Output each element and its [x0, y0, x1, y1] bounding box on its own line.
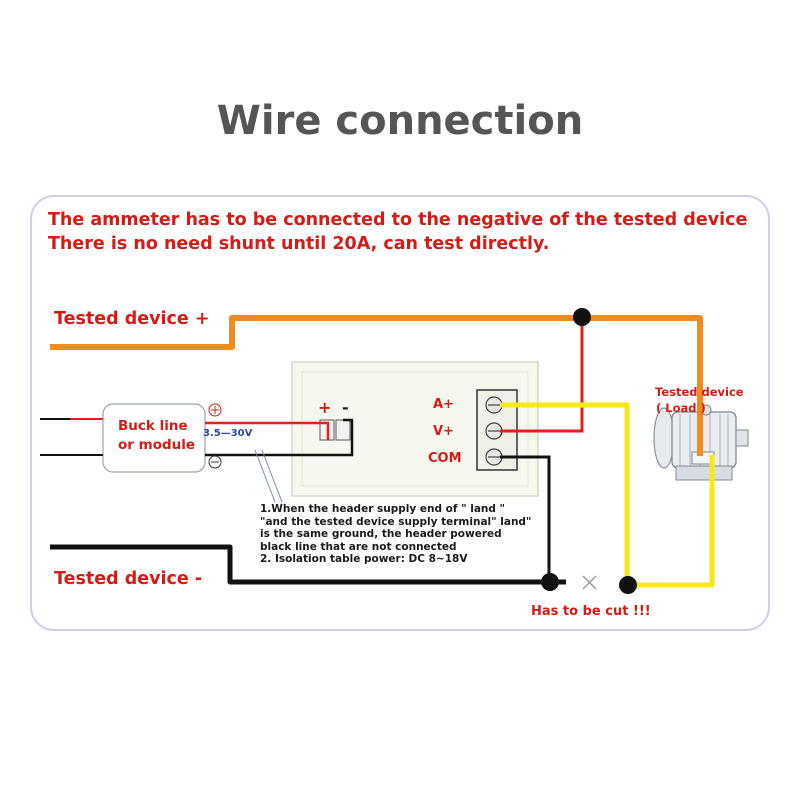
- load-label-line2: ( Load ): [656, 401, 706, 415]
- buck-module-box: [102, 403, 206, 473]
- terminal-a-label: A+: [433, 397, 454, 412]
- meter-inner-frame: [301, 371, 529, 487]
- note-line-4: black line that are not connected: [260, 540, 457, 553]
- terminal-v-label: V+: [433, 424, 454, 439]
- wiring-note: 1.When the header supply end of " land "…: [260, 503, 531, 566]
- header-line-2: There is no need shunt until 20A, can te…: [48, 234, 550, 254]
- junction-yellow: [619, 576, 637, 594]
- power-wire-negative: [205, 418, 354, 457]
- tested-device-plus-label: Tested device +: [54, 309, 210, 329]
- buck-label-line2: or module: [118, 437, 196, 453]
- motor-load-icon: [653, 404, 749, 481]
- note-line-3: is the same ground, the header powered: [260, 528, 502, 541]
- load-label-line1: Tested device: [655, 385, 744, 399]
- cut-mark: [582, 575, 597, 590]
- cut-note-label: Has to be cut !!!: [531, 604, 651, 619]
- note-line-5: 2. Isolation table power: DC 8~18V: [260, 553, 468, 566]
- note-line-1: 1.When the header supply end of " land ": [260, 503, 506, 515]
- note-pointer-2: [261, 449, 283, 503]
- black-wire-com: [500, 455, 551, 582]
- header-line-1: The ammeter has to be connected to the n…: [48, 210, 748, 230]
- junction-com: [541, 573, 559, 591]
- tested-device-minus-label: Tested device -: [54, 569, 203, 589]
- note-line-2: "and the tested device supply terminal" …: [260, 515, 532, 528]
- red-wire-v: [500, 316, 584, 433]
- buck-label-line1: Buck line: [118, 418, 188, 434]
- page-title: Wire connection: [216, 98, 584, 144]
- note-pointer-1: [254, 449, 276, 503]
- meter-power-terminal-negative: [335, 419, 351, 441]
- orange-wire: [50, 315, 703, 456]
- meter-plus-label: +: [318, 398, 332, 417]
- terminal-com-label: COM: [428, 451, 462, 466]
- voltage-range-label: 3.5—30V: [203, 428, 253, 439]
- meter-minus-label: -: [342, 398, 349, 417]
- power-wire-positive: [205, 421, 330, 440]
- junction-orange-red: [573, 308, 591, 326]
- black-wire-negative: [50, 544, 566, 585]
